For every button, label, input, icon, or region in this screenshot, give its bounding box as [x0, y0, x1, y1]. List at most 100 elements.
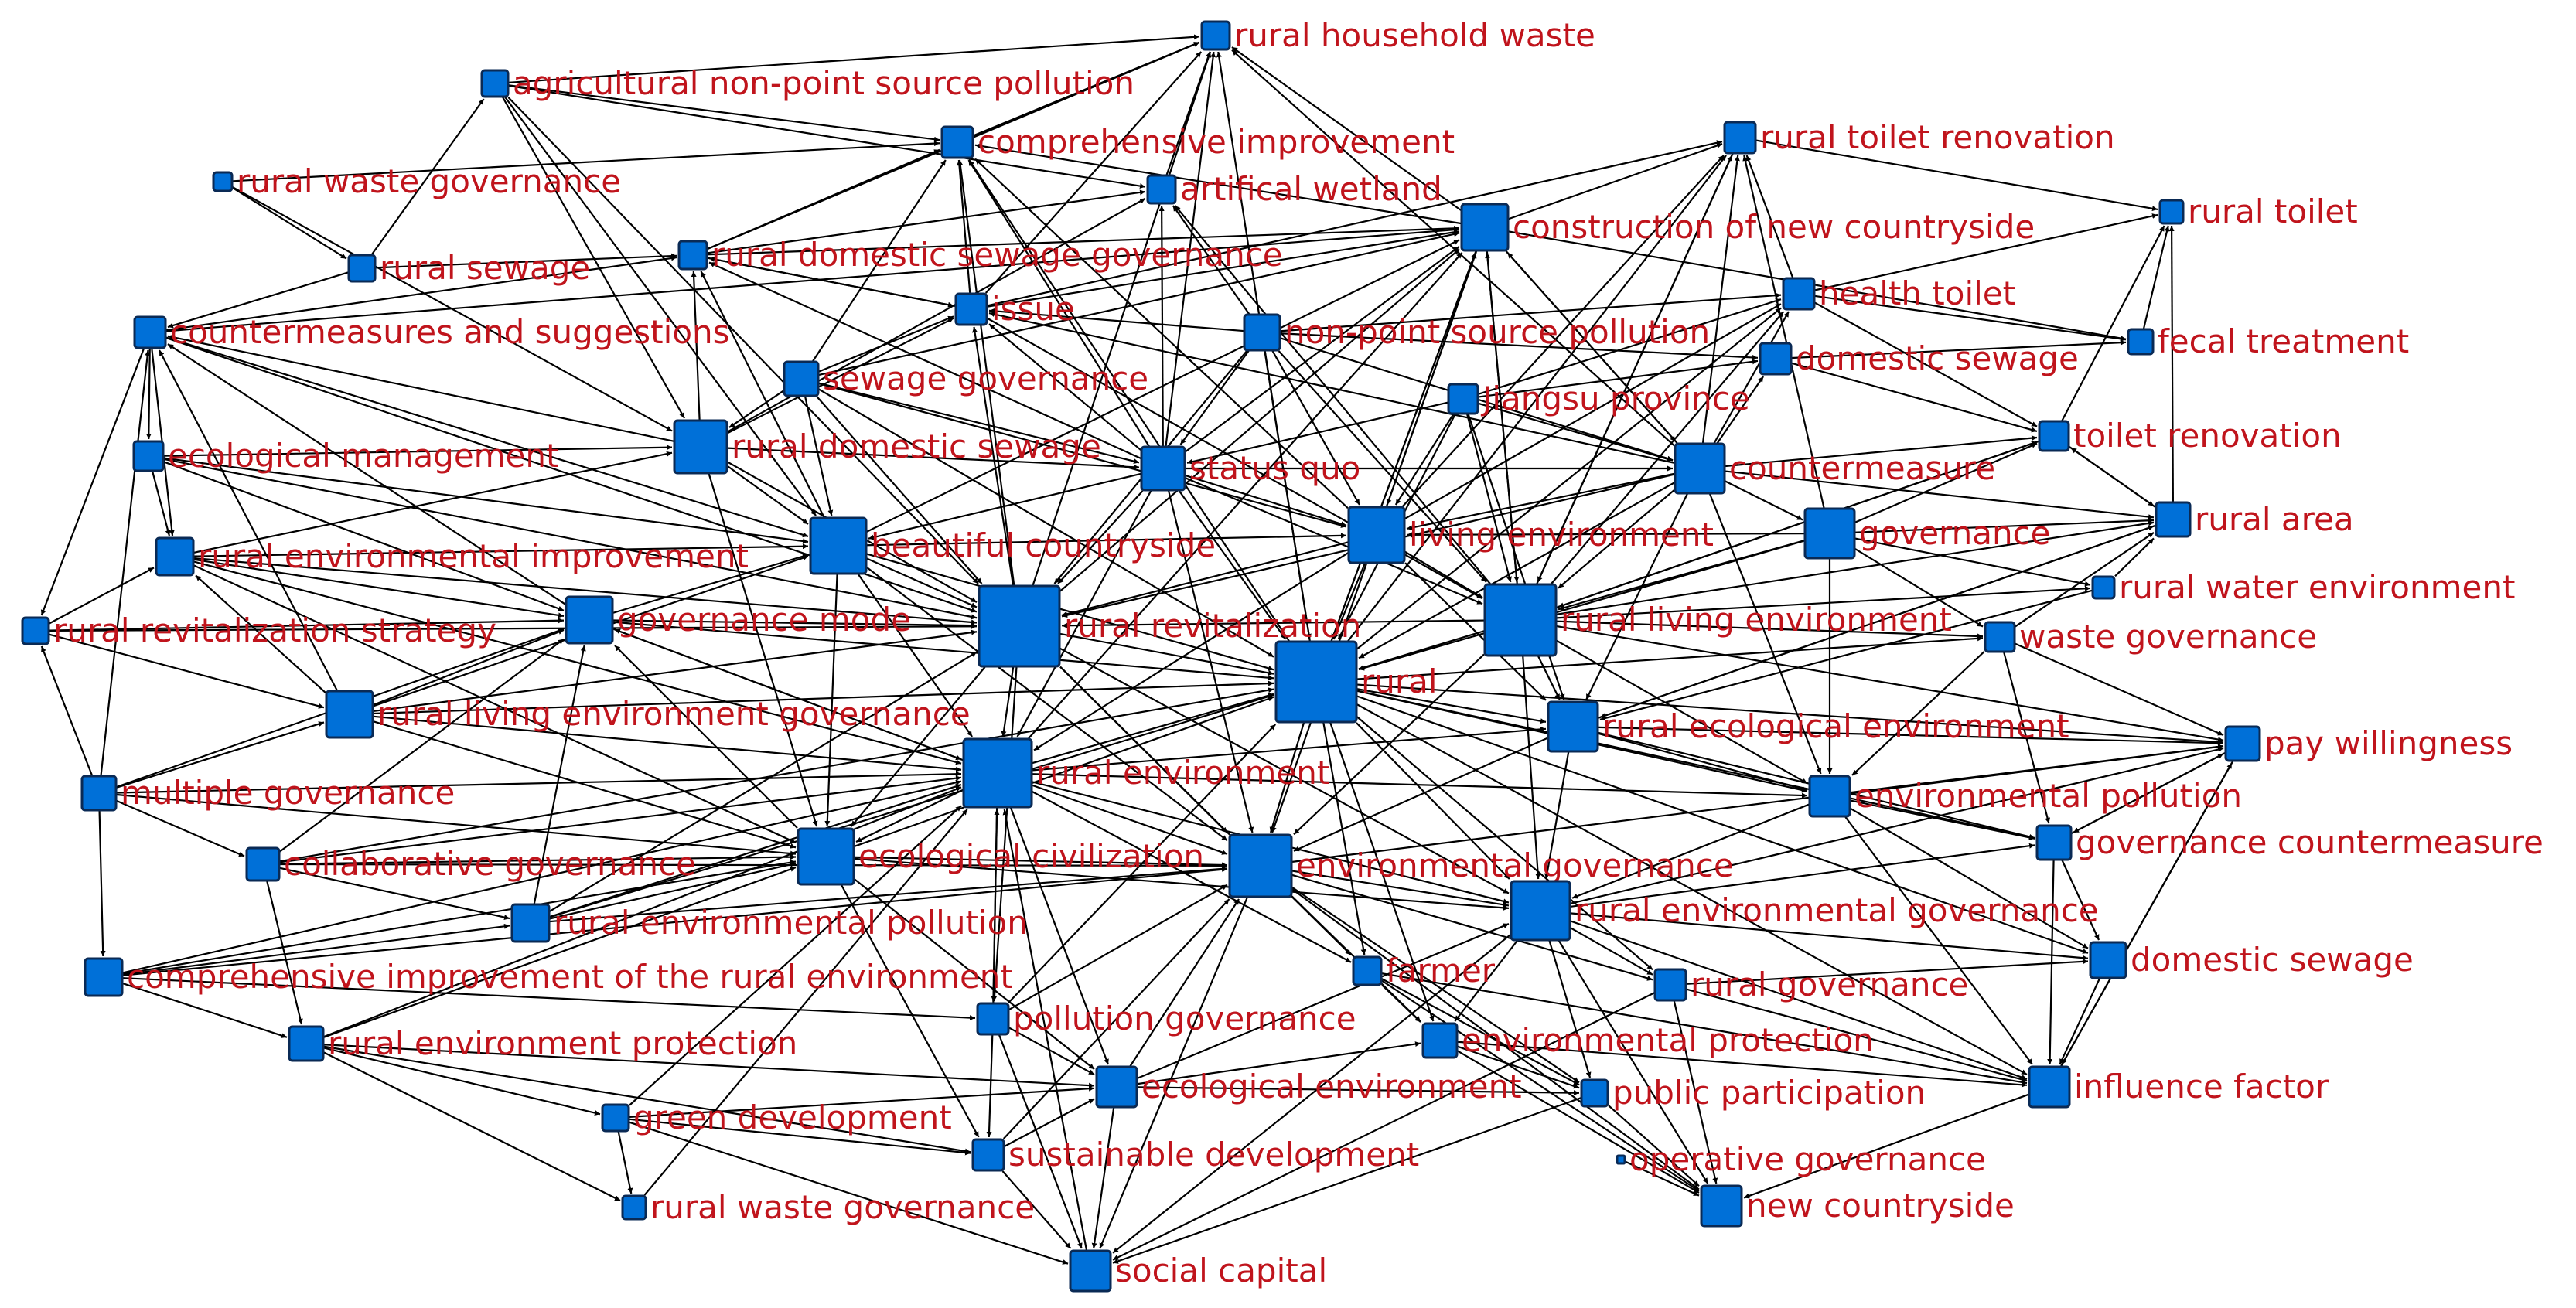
node-box-rural-sewage[interactable]	[347, 254, 377, 283]
node-box-farmer[interactable]	[1352, 955, 1383, 986]
node-box-green-development[interactable]	[601, 1103, 630, 1133]
node-box-environmental-pollution[interactable]	[1808, 775, 1851, 818]
node-domestic-sewage-top[interactable]: domestic sewage	[1759, 339, 2079, 377]
node-cooperative-governance[interactable]: operative governance	[1616, 1140, 1986, 1178]
node-box-health-toilet[interactable]	[1782, 277, 1816, 311]
node-box-ecological-management[interactable]	[132, 440, 165, 472]
node-agricultural-non-point-source-pollution[interactable]: agricultural non-point source pollution	[480, 64, 1134, 102]
node-rural-ecological-environment[interactable]: rural ecological environment	[1547, 700, 2069, 753]
node-box-rural-domestic-sewage-governance[interactable]	[677, 240, 708, 271]
node-non-point-source-pollution[interactable]: non-point source pollution	[1243, 313, 1710, 352]
node-construction-of-new-countryside[interactable]: construction of new countryside	[1460, 203, 2035, 252]
node-ecological-civilization[interactable]: ecological civilization	[797, 827, 1204, 886]
node-status-quo[interactable]: status quo	[1140, 445, 1360, 492]
node-rural-toilet-renovation[interactable]: rural toilet renovation	[1723, 118, 2115, 156]
node-box-rural-toilet-renovation[interactable]	[1723, 121, 1757, 155]
node-rural-area[interactable]: rural area	[2155, 500, 2354, 538]
node-box-environmental-governance[interactable]	[1228, 833, 1293, 898]
node-box-rural-area[interactable]	[2155, 501, 2192, 538]
node-rural-household-waste[interactable]: rural household waste	[1200, 16, 1595, 54]
node-box-rural[interactable]	[1274, 640, 1358, 724]
node-box-domestic-sewage-top[interactable]	[1759, 342, 1793, 376]
node-fecal-treatment[interactable]: fecal treatment	[2127, 322, 2409, 360]
node-social-capital[interactable]: social capital	[1069, 1249, 1327, 1293]
node-box-environmental-protection[interactable]	[1421, 1022, 1459, 1059]
node-box-public-participation[interactable]	[1580, 1078, 1609, 1108]
node-box-jiangsu-province[interactable]	[1447, 383, 1479, 415]
node-box-comprehensive-improvement[interactable]	[940, 125, 974, 159]
node-comprehensive-improvement-of-the-rural-environment[interactable]: comprehensive improvement of the rural e…	[84, 957, 1013, 997]
node-farmer[interactable]: farmer	[1352, 952, 1496, 990]
node-box-rural-ecological-environment[interactable]	[1547, 700, 1599, 753]
node-rural-environmental-governance[interactable]: rural environmental governance	[1510, 880, 2099, 942]
node-box-ecological-civilization[interactable]	[797, 827, 855, 886]
node-new-countryside[interactable]: new countryside	[1700, 1184, 2015, 1228]
node-collaborative-governance[interactable]: collaborative governance	[245, 845, 696, 883]
node-box-artifical-wetland[interactable]	[1146, 174, 1177, 205]
node-box-rural-environmental-governance[interactable]	[1510, 880, 1571, 942]
node-box-rural-household-waste[interactable]	[1200, 20, 1231, 51]
node-box-toilet-renovation[interactable]	[2038, 420, 2070, 452]
node-box-influence-factor[interactable]	[2028, 1065, 2071, 1109]
node-rural-environmental-pollution[interactable]: rural environmental pollution	[510, 903, 1028, 943]
node-rural-governance[interactable]: rural governance	[1653, 966, 1968, 1003]
node-influence-factor[interactable]: influence factor	[2028, 1065, 2329, 1109]
node-box-governance-countermeasure[interactable]	[2035, 824, 2073, 861]
node-beautiful-countryside[interactable]: beautiful countryside	[809, 516, 1216, 575]
node-box-rural-living-environment-governance[interactable]	[325, 690, 374, 739]
node-health-toilet[interactable]: health toilet	[1782, 274, 2015, 312]
node-domestic-sewage-right[interactable]: domestic sewage	[2089, 941, 2414, 979]
node-box-rural-living-environment[interactable]	[1483, 583, 1558, 657]
node-rural-waste-governance-bottom[interactable]: rural waste governance	[621, 1188, 1035, 1226]
node-box-domestic-sewage-right[interactable]	[2089, 941, 2127, 979]
node-box-sustainable-development[interactable]	[971, 1138, 1005, 1172]
node-ecological-management[interactable]: ecological management	[132, 437, 559, 475]
node-box-rural-environmental-pollution[interactable]	[510, 903, 551, 943]
node-box-comprehensive-improvement-of-the-rural-environment[interactable]	[84, 957, 124, 997]
node-rural-living-environment-governance[interactable]: rural living environment governance	[325, 690, 971, 739]
node-box-rural-toilet[interactable]	[2158, 199, 2185, 225]
node-box-pay-willingness[interactable]	[2224, 725, 2261, 762]
node-box-social-capital[interactable]	[1069, 1249, 1112, 1293]
node-rural-sewage[interactable]: rural sewage	[347, 249, 590, 287]
node-governance[interactable]: governance	[1803, 507, 2051, 560]
node-countermeasures-and-suggestions[interactable]: countermeasures and suggestions	[133, 313, 730, 351]
node-rural-toilet[interactable]: rural toilet	[2158, 192, 2358, 230]
node-box-governance[interactable]	[1803, 507, 1856, 560]
node-waste-governance[interactable]: waste governance	[1984, 618, 2317, 656]
node-environmental-pollution[interactable]: environmental pollution	[1808, 775, 2242, 818]
node-box-rural-revitalization-strategy[interactable]	[21, 616, 50, 645]
node-box-waste-governance[interactable]	[1984, 621, 2016, 653]
node-box-countermeasure[interactable]	[1674, 442, 1726, 495]
node-box-agricultural-non-point-source-pollution[interactable]	[480, 69, 510, 98]
node-ecological-environment[interactable]: ecological environment	[1095, 1065, 1522, 1109]
node-artifical-wetland[interactable]: artifical wetland	[1146, 170, 1442, 208]
node-box-fecal-treatment[interactable]	[2127, 328, 2155, 356]
node-rural-domestic-sewage[interactable]: rural domestic sewage	[673, 419, 1101, 475]
node-box-cooperative-governance[interactable]	[1616, 1154, 1626, 1165]
node-box-multiple-governance[interactable]	[80, 775, 118, 812]
node-public-participation[interactable]: public participation	[1580, 1074, 1926, 1112]
node-rural-domestic-sewage-governance[interactable]: rural domestic sewage governance	[677, 236, 1283, 274]
node-box-ecological-environment[interactable]	[1095, 1065, 1138, 1109]
node-rural-living-environment[interactable]: rural living environment	[1483, 583, 1952, 657]
node-rural[interactable]: rural	[1274, 640, 1438, 724]
node-rural-waste-governance-top[interactable]: rural waste governance	[212, 162, 621, 200]
node-multiple-governance[interactable]: multiple governance	[80, 774, 455, 812]
node-governance-countermeasure[interactable]: governance countermeasure	[2035, 823, 2544, 861]
node-box-issue[interactable]	[954, 292, 988, 326]
node-box-beautiful-countryside[interactable]	[809, 516, 868, 575]
node-box-status-quo[interactable]	[1140, 445, 1186, 492]
node-jiangsu-province[interactable]: Jiangsu province	[1447, 380, 1750, 417]
node-box-rural-environment-protection[interactable]	[288, 1025, 325, 1062]
node-issue[interactable]: issue	[954, 290, 1075, 328]
node-environmental-governance[interactable]: environmental governance	[1228, 833, 1734, 898]
node-box-rural-waste-governance-bottom[interactable]	[621, 1194, 647, 1221]
node-box-non-point-source-pollution[interactable]	[1243, 313, 1281, 352]
node-box-rural-water-environment[interactable]	[2091, 575, 2116, 600]
node-rural-environment-protection[interactable]: rural environment protection	[288, 1024, 797, 1062]
node-box-new-countryside[interactable]	[1700, 1184, 1743, 1228]
node-box-pollution-governance[interactable]	[976, 1002, 1010, 1036]
node-box-collaborative-governance[interactable]	[245, 846, 281, 882]
node-box-rural-governance[interactable]	[1653, 968, 1687, 1002]
